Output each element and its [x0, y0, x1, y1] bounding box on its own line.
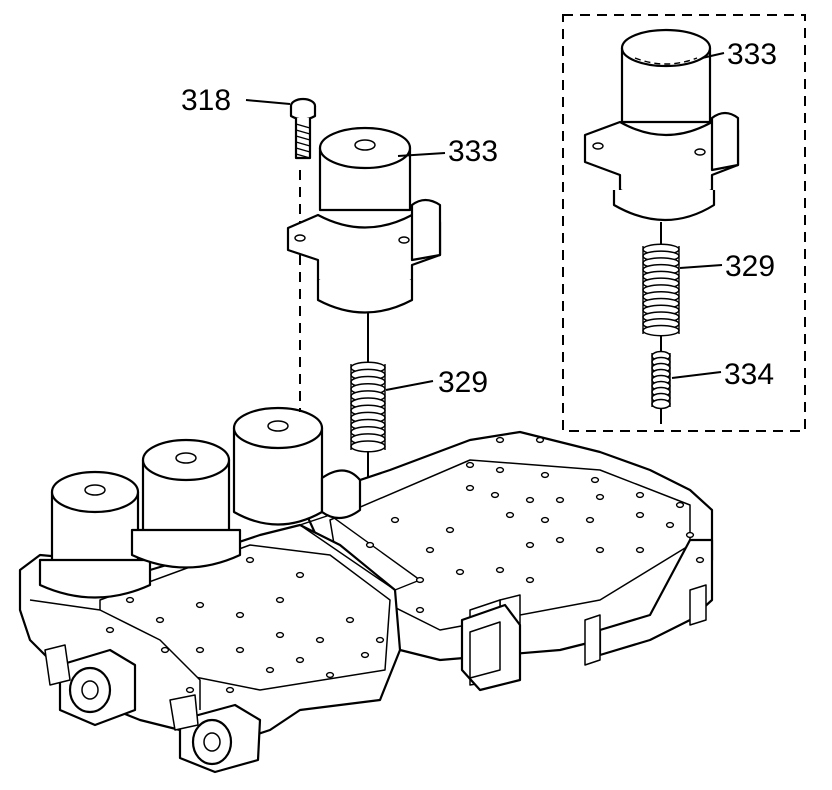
spring-coil [651, 398, 671, 410]
callout-334-inset: 334 [724, 358, 774, 391]
plate-hole [295, 656, 305, 664]
callout-333-main: 333 [448, 135, 498, 168]
plate-hole [105, 626, 115, 634]
plate-hole [160, 646, 170, 654]
callout-329-main: 329 [438, 366, 488, 399]
plate-hole [555, 496, 565, 504]
plate-hole [595, 493, 605, 501]
plate-hole [295, 571, 305, 579]
plate-hole [555, 536, 565, 544]
plate-hole [635, 491, 645, 499]
plate-hole [665, 521, 675, 529]
leader-333-inset [701, 52, 725, 59]
leader-333-main [397, 152, 446, 157]
plate-hole [465, 484, 475, 492]
plate-hole [525, 576, 535, 584]
spring-outline [651, 353, 671, 407]
plate-hole [495, 566, 505, 574]
plate-hole [595, 546, 605, 554]
plate-hole [225, 686, 235, 694]
spring-coil [642, 324, 680, 337]
plate-hole [535, 436, 545, 444]
plate-hole [415, 606, 425, 614]
spring-outline [350, 364, 386, 450]
plate-holes [105, 436, 705, 694]
leader-318 [245, 99, 291, 105]
plate-hole [540, 471, 550, 479]
spring-coil [350, 440, 386, 453]
plate-hole [195, 646, 205, 654]
plate-hole [155, 616, 165, 624]
callout-329-inset: 329 [725, 250, 775, 283]
plate-hole [415, 576, 425, 584]
plate-hole [525, 496, 535, 504]
plate-hole [540, 516, 550, 524]
plate-hole [505, 511, 515, 519]
plate-hole [495, 436, 505, 444]
plate-hole [685, 531, 695, 539]
plate-hole [325, 671, 335, 679]
plate-hole [275, 631, 285, 639]
plate-hole [315, 636, 325, 644]
installed-solenoid-1 [38, 470, 152, 599]
plate-hole [635, 546, 645, 554]
side-solenoid-right [169, 694, 262, 774]
solenoid-333-main [286, 126, 442, 314]
callout-318: 318 [181, 84, 231, 117]
callout-333-inset: 333 [727, 38, 777, 71]
leader-329-main [385, 380, 434, 391]
plate-hole [185, 686, 195, 694]
plate-hole [635, 511, 645, 519]
inset-box [562, 14, 806, 432]
plate-hole [425, 546, 435, 554]
plate-hole [365, 541, 375, 549]
installed-solenoid-2 [130, 438, 242, 569]
plate-hole [265, 666, 275, 674]
plate-hole [590, 476, 600, 484]
plate-hole [585, 516, 595, 524]
spring-334-inset [651, 350, 671, 410]
plate-hole [675, 501, 685, 509]
plate-hole [465, 461, 475, 469]
spring-outline [642, 246, 680, 334]
plate-hole [375, 636, 385, 644]
plate-hole [490, 491, 500, 499]
leader-334-inset [671, 371, 722, 379]
plate-hole [495, 466, 505, 474]
side-solenoid-left [44, 644, 137, 727]
plate-hole [245, 556, 255, 564]
plate-hole [525, 541, 535, 549]
installed-solenoid-3 [232, 406, 362, 526]
plate-hole [125, 596, 135, 604]
plate-hole [345, 616, 355, 624]
plate-hole [695, 556, 705, 564]
leader-329-inset [679, 264, 723, 269]
solenoid-333-inset [583, 28, 740, 221]
spring-329-inset [642, 243, 680, 337]
spring-329-main [350, 361, 386, 453]
plate-hole [275, 596, 285, 604]
plate-hole [360, 651, 370, 659]
plate-hole [195, 601, 205, 609]
plate-hole [445, 526, 455, 534]
plate-hole [235, 646, 245, 654]
plate-hole [455, 568, 465, 576]
bolt-318 [289, 97, 317, 160]
plate-hole [390, 516, 400, 524]
plate-hole [235, 611, 245, 619]
